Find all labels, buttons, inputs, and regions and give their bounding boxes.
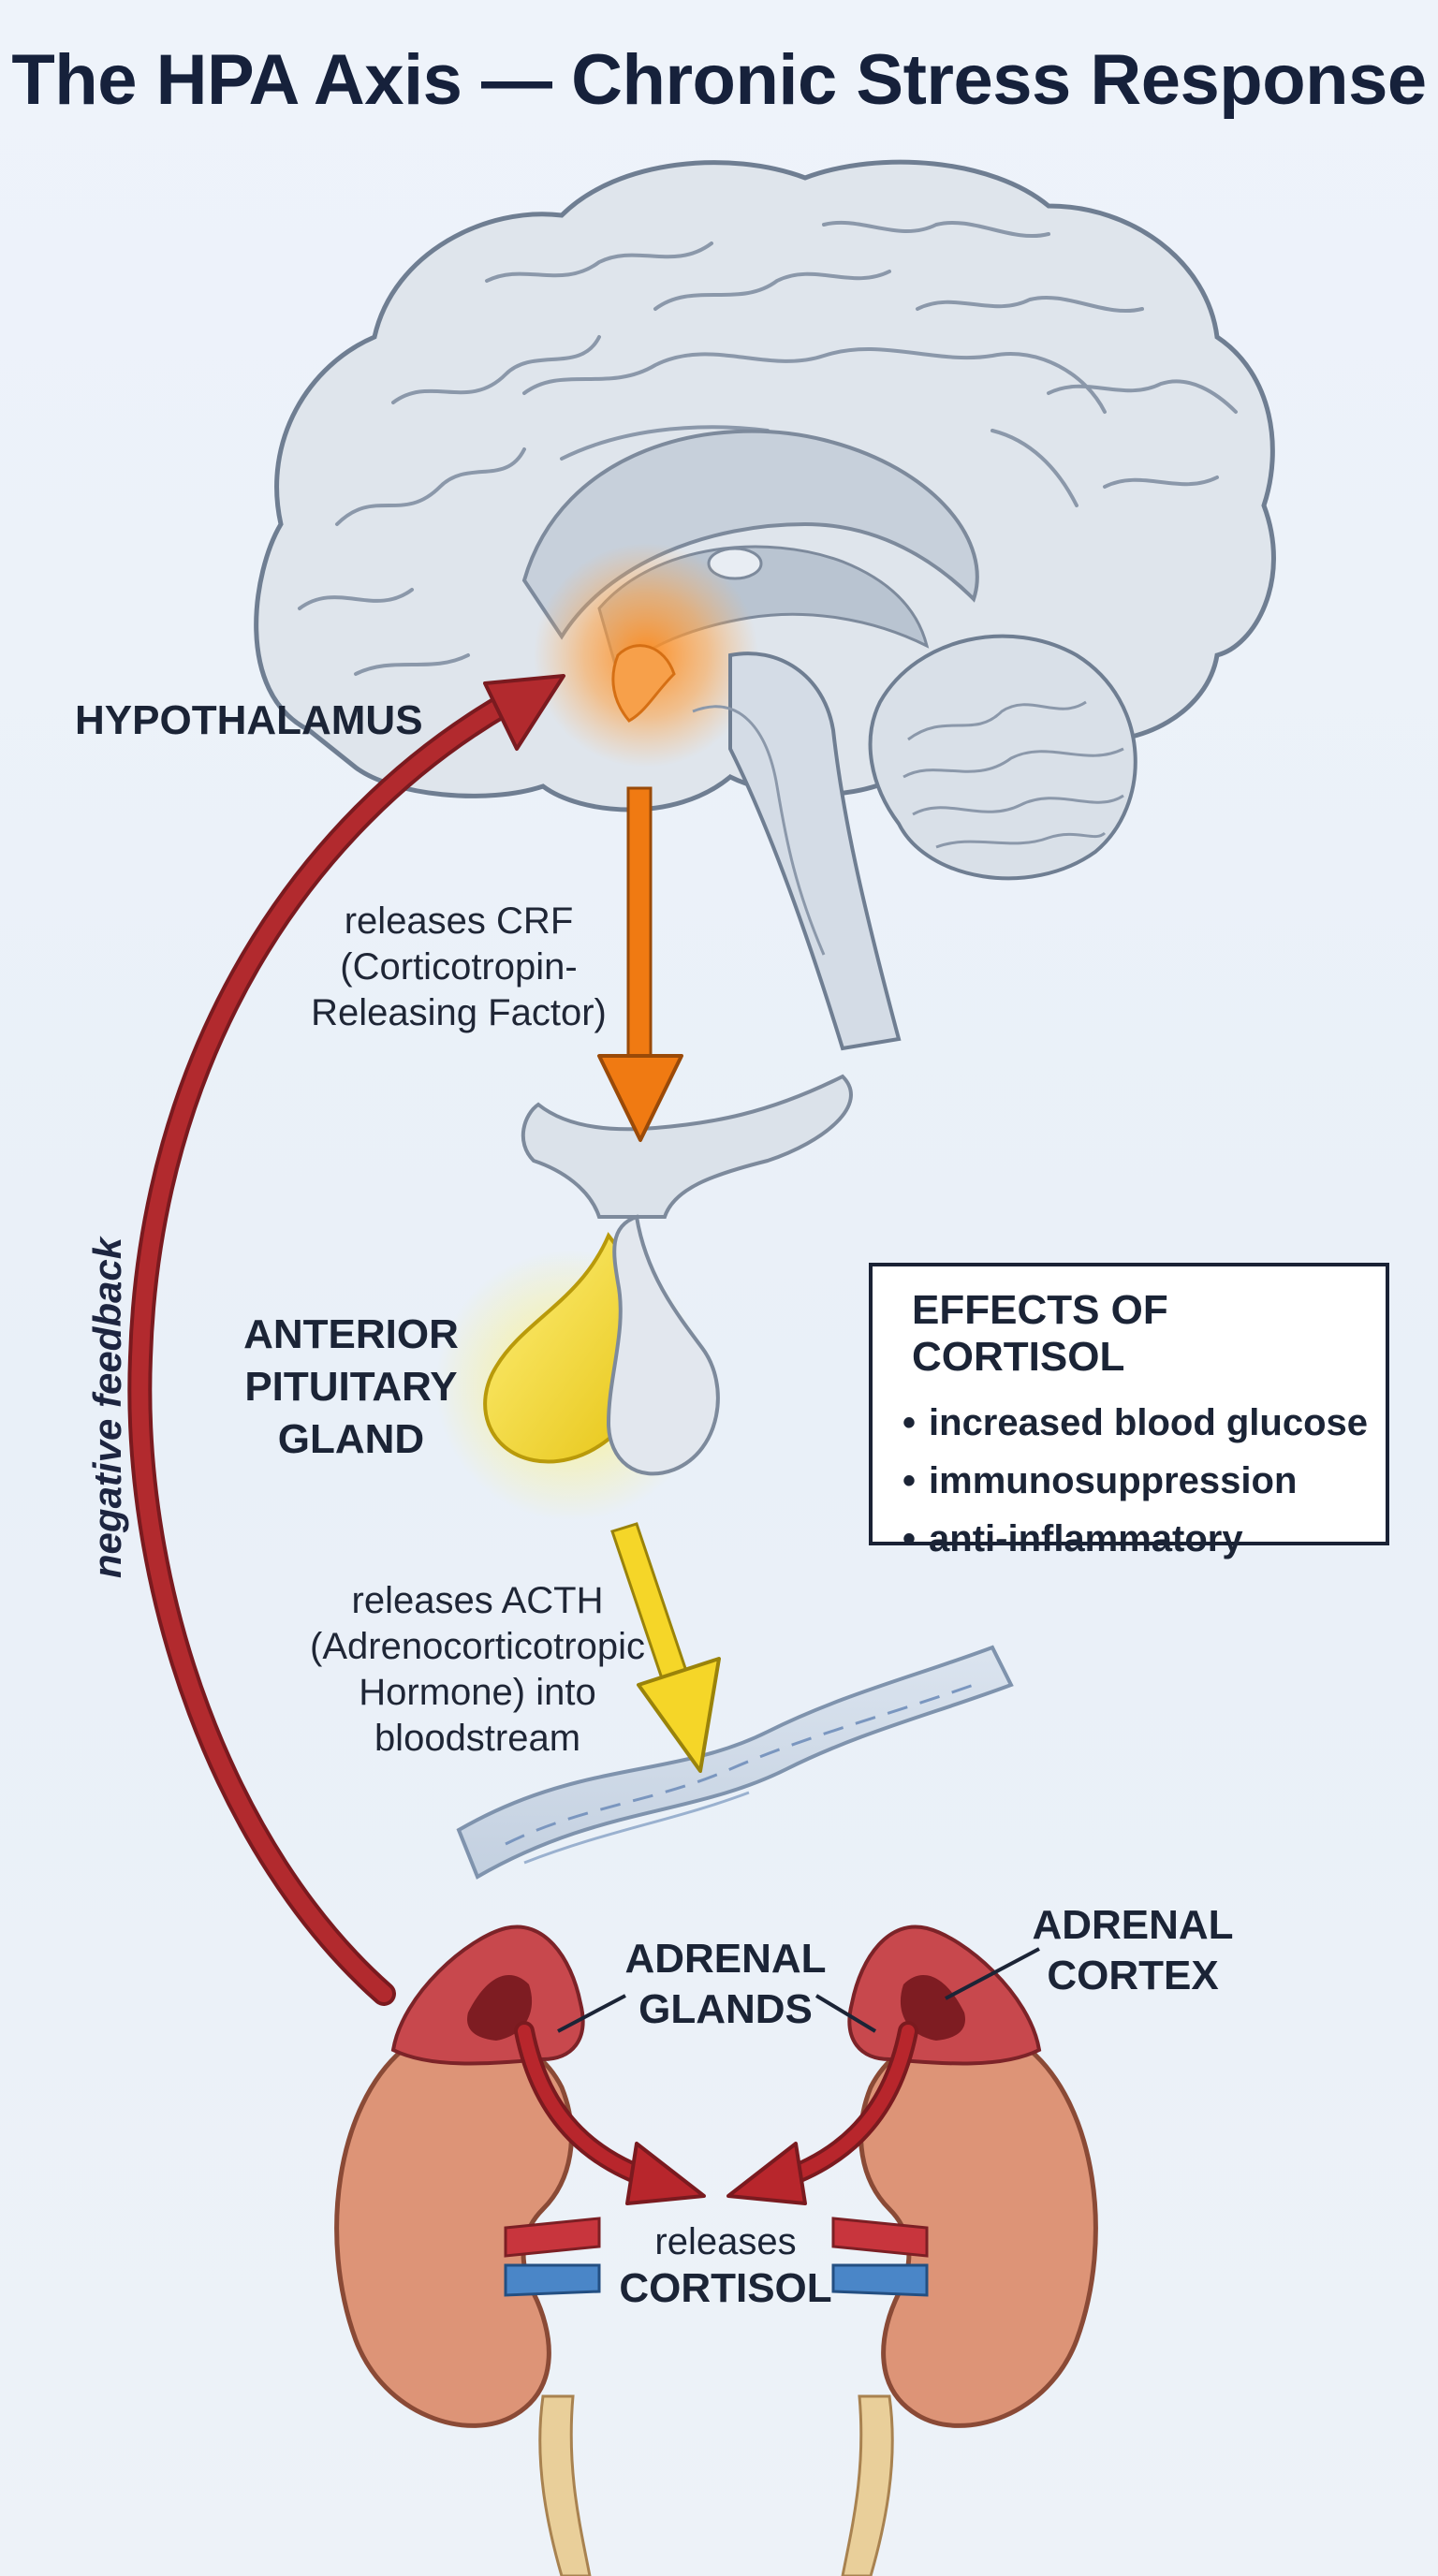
cerebellum-folia [902,700,1124,849]
effects-list: increased blood glucose immunosuppressio… [902,1394,1386,1568]
anterior-pituitary-line-1: ANTERIOR [243,1311,459,1357]
pituitary-gland [435,1074,853,1521]
acth-arrow [610,1522,721,1773]
blood-vessel [456,1645,1014,1880]
crf-line-1: releases CRF [344,900,574,942]
adrenal-glands-line-2: GLANDS [638,1986,813,2032]
effects-title: EFFECTS OF CORTISOL [912,1287,1168,1380]
brain [254,159,1276,1051]
acth-label: releases ACTH (Adrenocorticotropic Hormo… [262,1578,693,1762]
cortisol-arrow-left [514,2021,706,2205]
crf-label: releases CRF (Corticotropin- Releasing F… [281,899,637,1036]
effects-of-cortisol-box: EFFECTS OF CORTISOL increased blood gluc… [869,1263,1389,1559]
adrenal-glands-pointer-right [814,1994,877,2033]
acth-line-2: (Adrenocorticotropic [310,1626,645,1667]
cortisol-line-2: CORTISOL [619,2265,832,2311]
adrenal-glands-pointer-left [557,1994,626,2033]
adrenal-cortex-label: ADRENAL CORTEX [1011,1900,1255,2001]
acth-line-4: bloodstream [374,1718,581,1759]
anterior-pituitary-label: ANTERIOR PITUITARY GLAND [225,1309,477,1466]
hypothalamus-label: HYPOTHALAMUS [75,697,423,743]
cortisol-label: releases CORTISOL [599,2218,852,2312]
effects-item: increased blood glucose [902,1394,1386,1452]
adrenal-glands-line-1: ADRENAL [624,1936,827,1982]
page-title: The HPA Axis — Chronic Stress Response [11,40,1427,120]
crf-line-2: (Corticotropin- [340,946,578,988]
anterior-pituitary-line-3: GLAND [277,1416,425,1462]
negative-feedback-arrow [127,674,565,2006]
kidney-left [334,1925,601,2576]
kidney-right [831,1925,1098,2576]
adrenal-cortex-line-2: CORTEX [1047,1953,1219,1998]
negative-feedback-label: negative feedback [85,1237,129,1579]
acth-line-1: releases ACTH [351,1580,604,1621]
crf-arrow [597,786,683,1142]
adrenal-cortex-line-1: ADRENAL [1032,1902,1234,1948]
cortisol-line-1: releases [654,2221,797,2262]
adrenal-glands-label: ADRENAL GLANDS [609,1934,843,2035]
acth-line-3: Hormone) into [359,1672,596,1713]
adrenal-cortex-pointer [945,1947,1040,2000]
cortisol-arrow-right [726,2021,918,2205]
effects-item: immunosuppression [902,1452,1386,1510]
anterior-pituitary-line-2: PITUITARY [244,1364,458,1410]
brain-gyri [298,220,1238,676]
crf-line-3: Releasing Factor) [311,992,607,1033]
cerebellum [868,634,1137,881]
effects-item: anti-inflammatory [902,1510,1386,1568]
